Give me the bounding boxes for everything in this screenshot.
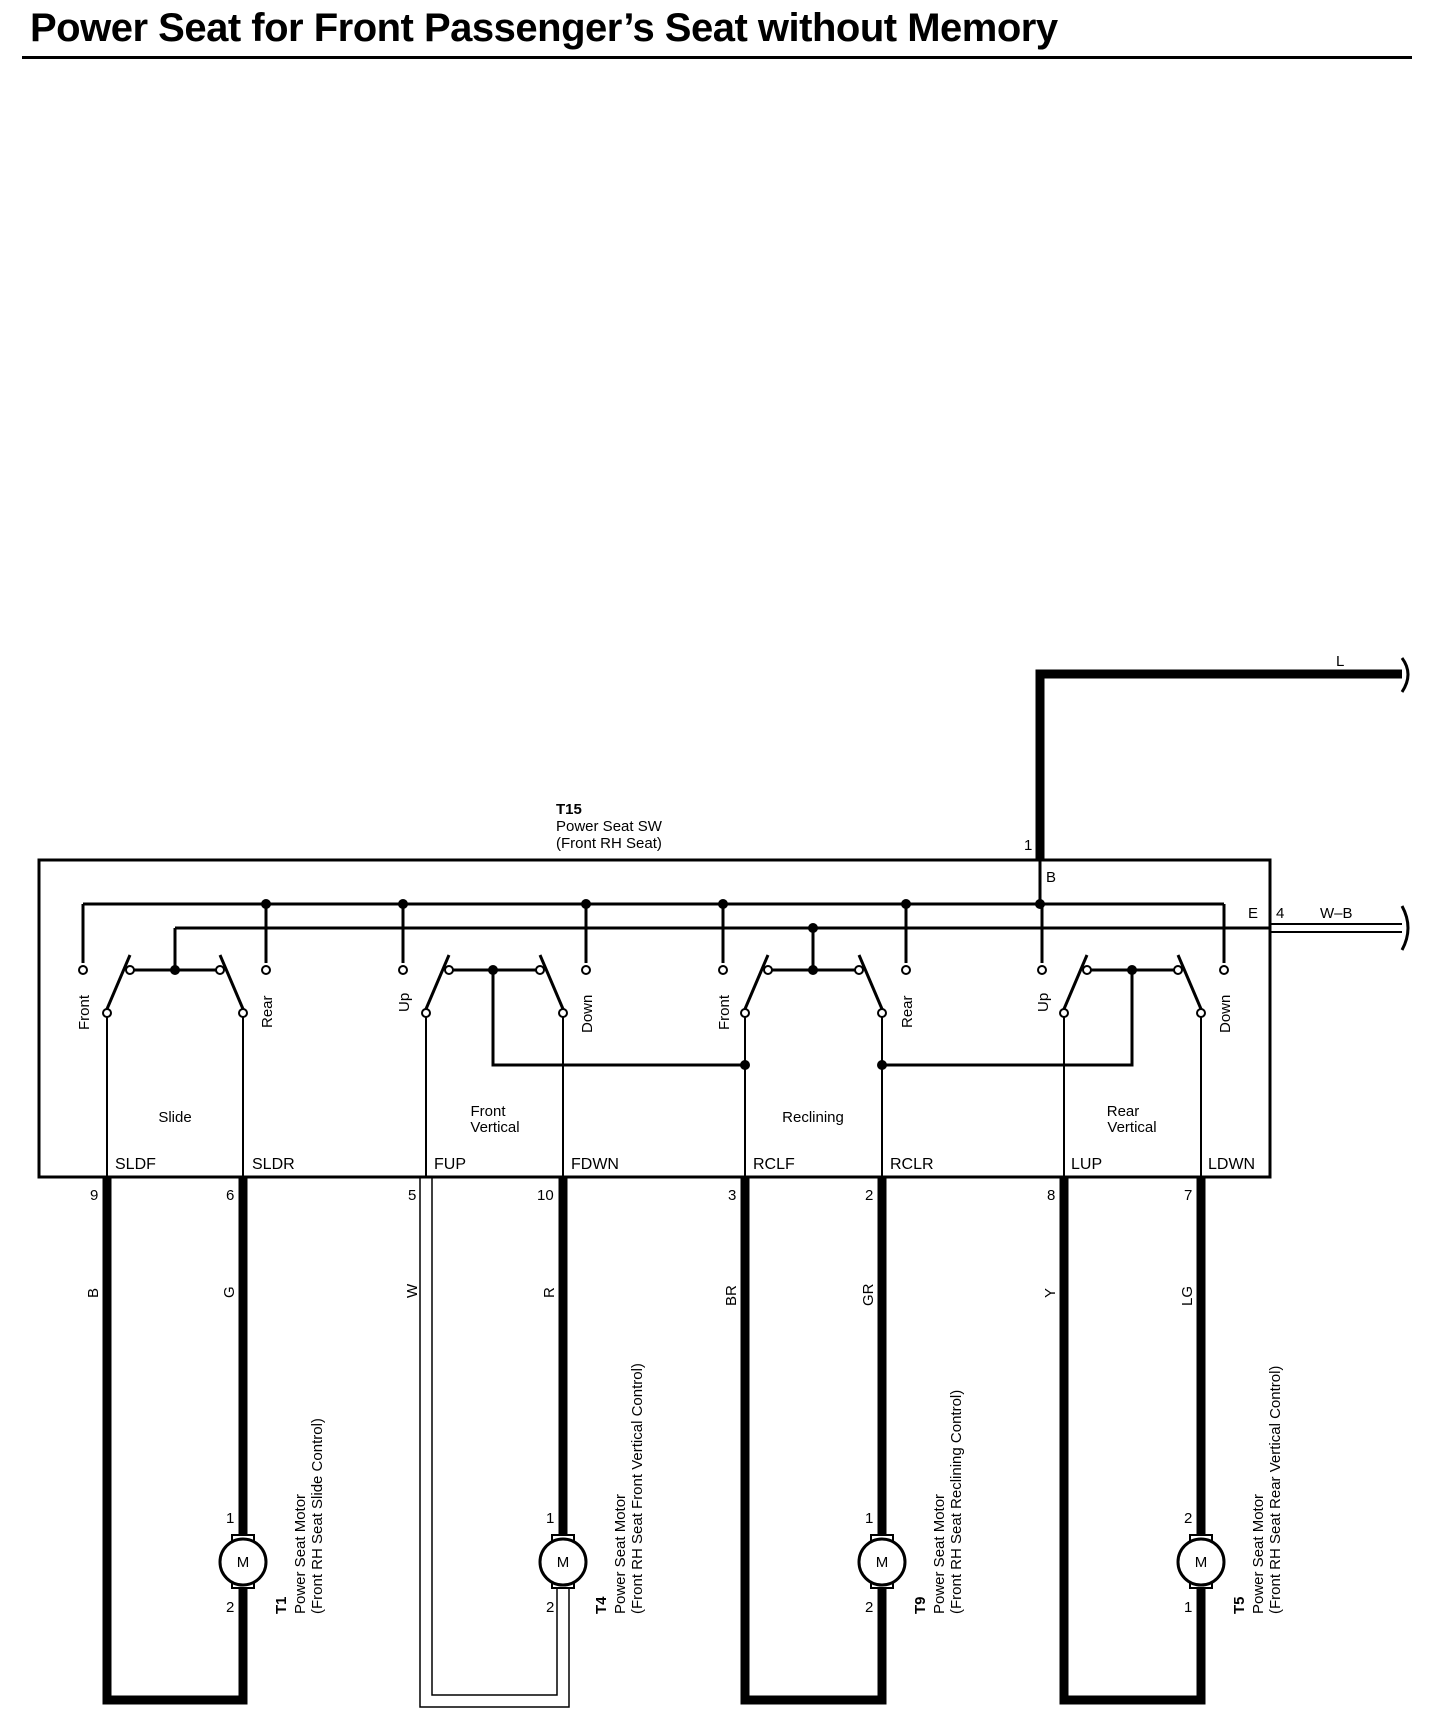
page-title: Power Seat for Front Passenger’s Seat wi… — [30, 6, 1058, 50]
connector-pin: 6 — [226, 1187, 234, 1204]
position-rear: Rear — [259, 995, 276, 1028]
motor-description: (Front RH Seat Front Vertical Control) — [629, 1363, 646, 1614]
switch-pin-e-label: E — [1248, 905, 1258, 922]
motor-t1: M 1 2 T1 Power Seat Motor (Front RH Seat… — [218, 1418, 326, 1616]
motor-t4: M 1 2 T4 Power Seat Motor (Front RH Seat… — [538, 1363, 646, 1616]
motor-description: (Front RH Seat Rear Vertical Control) — [1267, 1366, 1284, 1614]
wire-color-l: L — [1336, 653, 1344, 670]
position-front: Front — [76, 994, 93, 1030]
section-name-line1: Rear — [1107, 1103, 1140, 1120]
wire-color: Y — [1042, 1288, 1059, 1298]
motor-pin-top: 2 — [1184, 1510, 1192, 1527]
terminal-fdwn: FDWN — [571, 1156, 619, 1173]
motor-symbol: M — [876, 1554, 889, 1571]
wire-color: LG — [1179, 1286, 1196, 1306]
motor-name: Power Seat Motor — [1250, 1494, 1267, 1614]
wire-color: B — [85, 1288, 102, 1298]
position-up: Up — [1035, 993, 1052, 1012]
terminal-lup: LUP — [1071, 1156, 1102, 1173]
position-down: Down — [1217, 995, 1234, 1033]
switch-pin-b-label: B — [1046, 869, 1056, 886]
motor-pin-bottom: 1 — [1184, 1599, 1192, 1616]
terminal-rclr: RCLR — [890, 1156, 934, 1173]
connector-pin: 3 — [728, 1187, 736, 1204]
motor-code: T1 — [273, 1596, 290, 1614]
motor-pin-bottom: 2 — [865, 1599, 873, 1616]
terminal-ldwn: LDWN — [1208, 1156, 1255, 1173]
terminal-rclf: RCLF — [753, 1156, 795, 1173]
motor-pin-bottom: 2 — [226, 1599, 234, 1616]
harness-reclining: 3 2 BR GR — [723, 1177, 887, 1705]
switch-pin-b-number: 1 — [1024, 837, 1032, 854]
terminal-fup: FUP — [434, 1156, 466, 1173]
section-name-line2: Vertical — [470, 1119, 519, 1136]
motor-pin-top: 1 — [546, 1510, 554, 1527]
motor-t9: M 1 2 T9 Power Seat Motor (Front RH Seat… — [857, 1390, 965, 1616]
connector-pin: 7 — [1184, 1187, 1192, 1204]
motor-code: T9 — [912, 1596, 929, 1614]
section-name: Reclining — [782, 1109, 844, 1126]
terminal-sldr: SLDR — [252, 1156, 295, 1173]
switch-location: (Front RH Seat) — [556, 835, 662, 852]
motor-code: T4 — [593, 1596, 610, 1614]
ground-wire-wb: W–B — [1270, 905, 1410, 951]
motor-name: Power Seat Motor — [292, 1494, 309, 1614]
motor-name: Power Seat Motor — [931, 1494, 948, 1614]
section-name: Slide — [158, 1109, 191, 1126]
wire-color: GR — [860, 1283, 877, 1306]
connector-pin: 8 — [1047, 1187, 1055, 1204]
motor-symbol: M — [237, 1554, 250, 1571]
position-front: Front — [716, 994, 733, 1030]
section-name-line2: Vertical — [1107, 1119, 1156, 1136]
motor-code: T5 — [1231, 1596, 1248, 1614]
switch-code: T15 — [556, 801, 582, 818]
switch-section-rear-vertical: Up Down Rear Vertical LUP LDWN — [1035, 954, 1255, 1177]
harness-front-vertical: 5 10 W R — [404, 1177, 570, 1708]
switch-box: T15 Power Seat SW (Front RH Seat) 1 B E … — [37, 801, 1284, 1179]
motor-symbol: M — [557, 1554, 570, 1571]
wire-color: G — [221, 1286, 238, 1298]
motor-pin-top: 1 — [865, 1510, 873, 1527]
supply-wire-l: L — [1035, 653, 1410, 860]
motor-pin-bottom: 2 — [546, 1599, 554, 1616]
position-down: Down — [579, 995, 596, 1033]
terminal-sldf: SLDF — [115, 1156, 156, 1173]
connector-pin: 10 — [537, 1187, 554, 1204]
connector-pin: 5 — [408, 1187, 416, 1204]
position-up: Up — [396, 993, 413, 1012]
wire-color: BR — [723, 1285, 740, 1306]
motor-description: (Front RH Seat Reclining Control) — [948, 1390, 965, 1614]
switch-section-reclining: Front Rear Reclining RCLF RCLR — [716, 954, 934, 1177]
switch-pin-e-number: 4 — [1276, 905, 1284, 922]
motor-t5: M 2 1 T5 Power Seat Motor (Front RH Seat… — [1176, 1366, 1284, 1616]
position-rear: Rear — [899, 995, 916, 1028]
motor-pin-top: 1 — [226, 1510, 234, 1527]
harness-rear-vertical: 8 7 Y LG — [1042, 1177, 1206, 1705]
motor-description: (Front RH Seat Slide Control) — [309, 1418, 326, 1614]
wire-color: W — [404, 1283, 421, 1298]
section-name-line1: Front — [470, 1103, 506, 1120]
connector-pin: 2 — [865, 1187, 873, 1204]
wire-color-wb: W–B — [1320, 905, 1353, 922]
harness-slide: 9 6 B G — [85, 1177, 248, 1705]
motor-symbol: M — [1195, 1554, 1208, 1571]
wire-color: R — [541, 1287, 558, 1298]
switch-section-front-vertical: Up Down Front Vertical FUP FDWN — [396, 954, 619, 1177]
motor-name: Power Seat Motor — [612, 1494, 629, 1614]
switch-section-slide: Front Rear Slide SLDF SLDR — [76, 954, 295, 1177]
switch-name: Power Seat SW — [556, 818, 663, 835]
title-rule — [22, 56, 1412, 59]
connector-pin: 9 — [90, 1187, 98, 1204]
